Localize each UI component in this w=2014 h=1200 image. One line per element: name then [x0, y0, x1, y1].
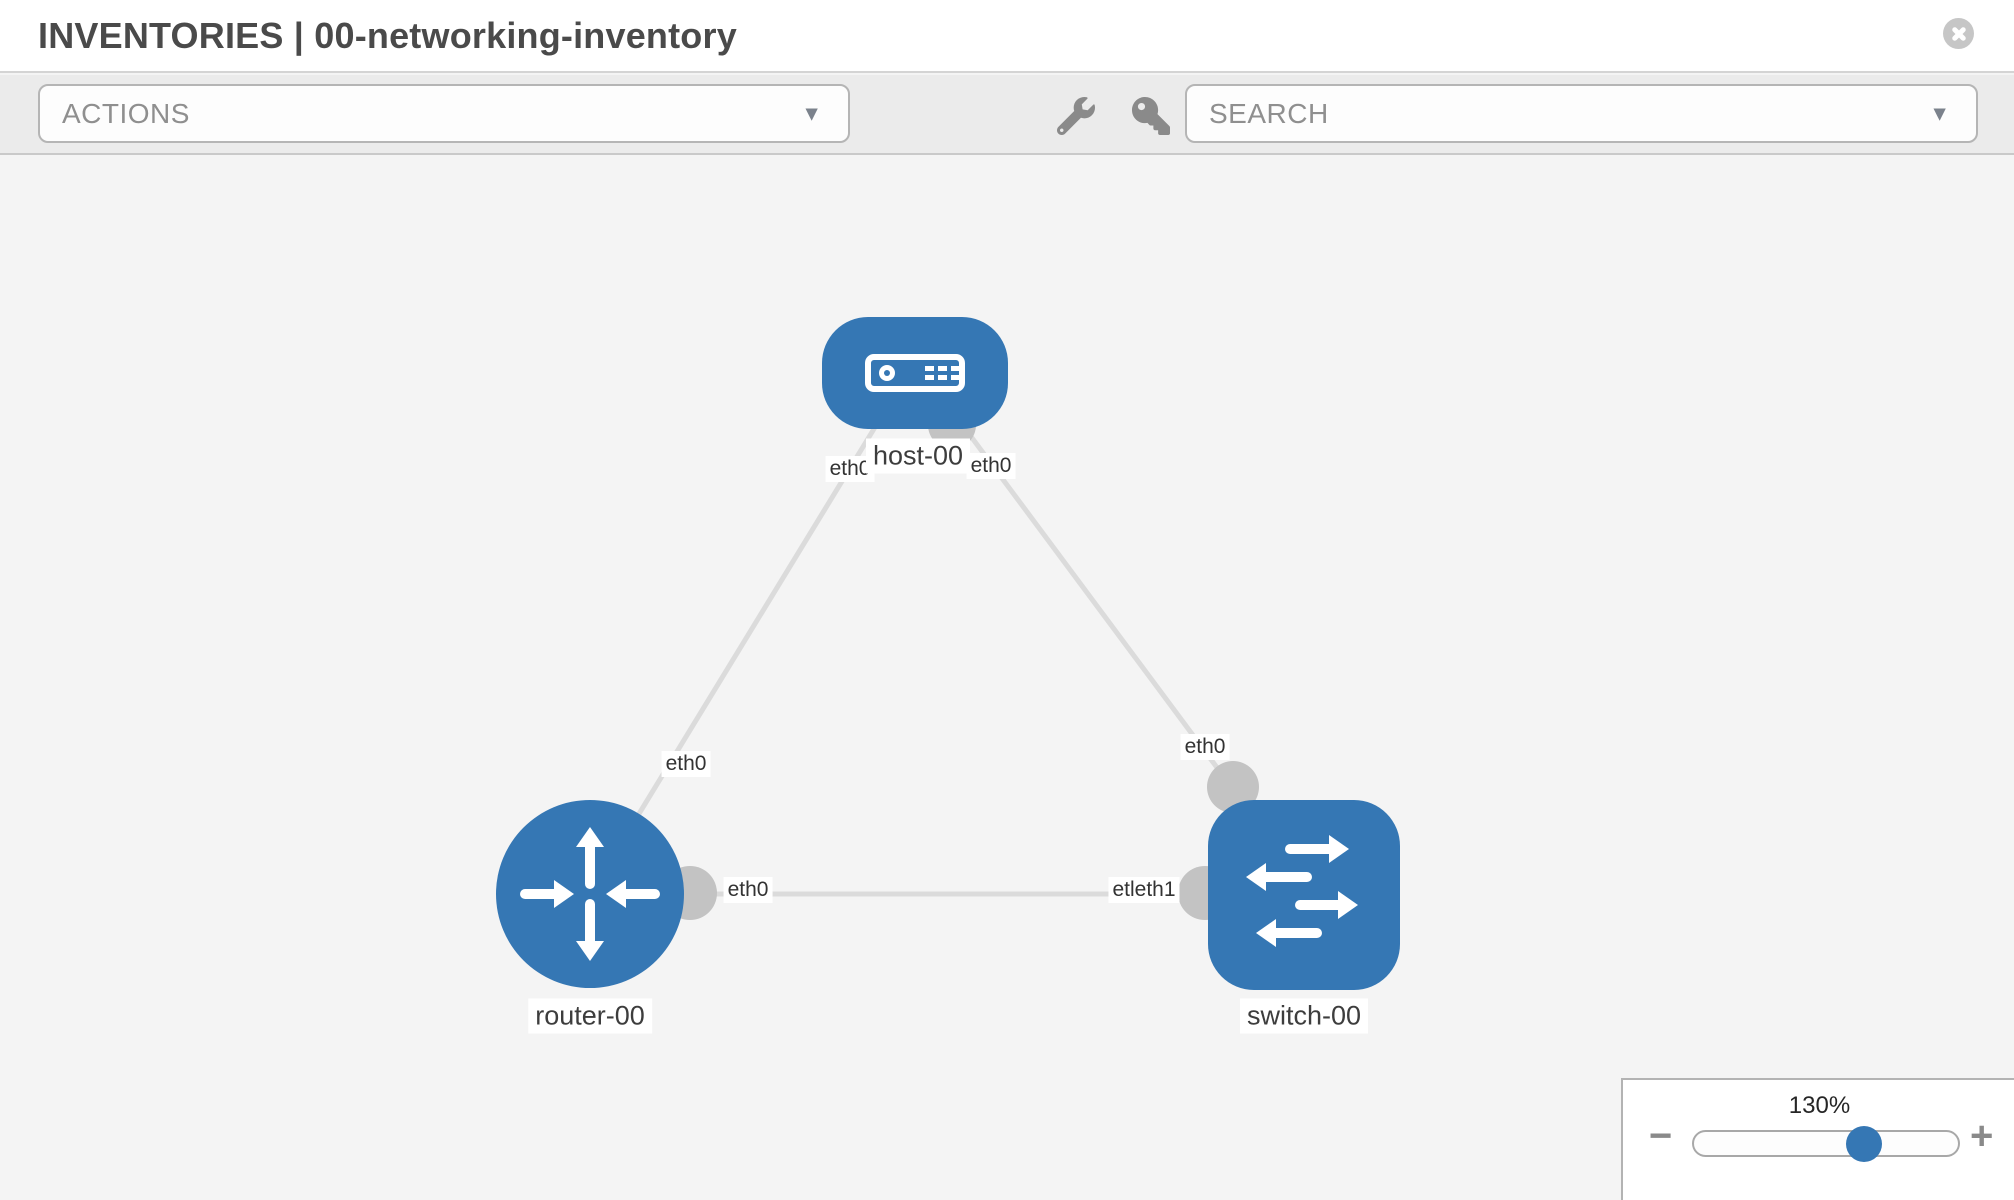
zoom-in-button[interactable]: +: [1970, 1114, 1994, 1158]
node-switch-00[interactable]: [1208, 800, 1400, 990]
close-icon[interactable]: [1943, 18, 1974, 49]
toolbar: ACTIONS ▼ SEARCH ▼: [0, 75, 2014, 155]
key-icon[interactable]: [1132, 97, 1170, 135]
zoom-out-button[interactable]: −: [1649, 1114, 1673, 1158]
zoom-slider-track[interactable]: [1692, 1125, 1960, 1162]
switch-arrows-icon: [1246, 835, 1358, 947]
topology-svg: [496, 317, 1400, 990]
interface-connector: [1207, 761, 1259, 813]
wrench-icon[interactable]: [1056, 96, 1095, 136]
page-title: INVENTORIES | 00-networking-inventory: [38, 14, 737, 56]
server-icon: [865, 354, 965, 392]
router-arrows-icon: [520, 827, 660, 961]
actions-dropdown-label: ACTIONS: [62, 97, 190, 129]
chevron-down-icon: ▼: [801, 102, 822, 125]
node-router-00[interactable]: [496, 800, 684, 988]
zoom-level-label: 130%: [1788, 1092, 1851, 1119]
actions-dropdown[interactable]: ACTIONS ▼: [38, 84, 850, 143]
zoom-slider-thumb[interactable]: [1846, 1125, 1883, 1162]
link-switch-00-host-00: [955, 417, 1253, 814]
zoom-panel: 130% − +: [1621, 1078, 2014, 1200]
search-dropdown[interactable]: SEARCH ▼: [1185, 84, 1978, 143]
panel-header: INVENTORIES | 00-networking-inventory: [0, 0, 2014, 73]
chevron-down-icon: ▼: [1929, 102, 1950, 125]
search-dropdown-label: SEARCH: [1209, 97, 1329, 129]
node-host-00[interactable]: [822, 317, 1008, 429]
